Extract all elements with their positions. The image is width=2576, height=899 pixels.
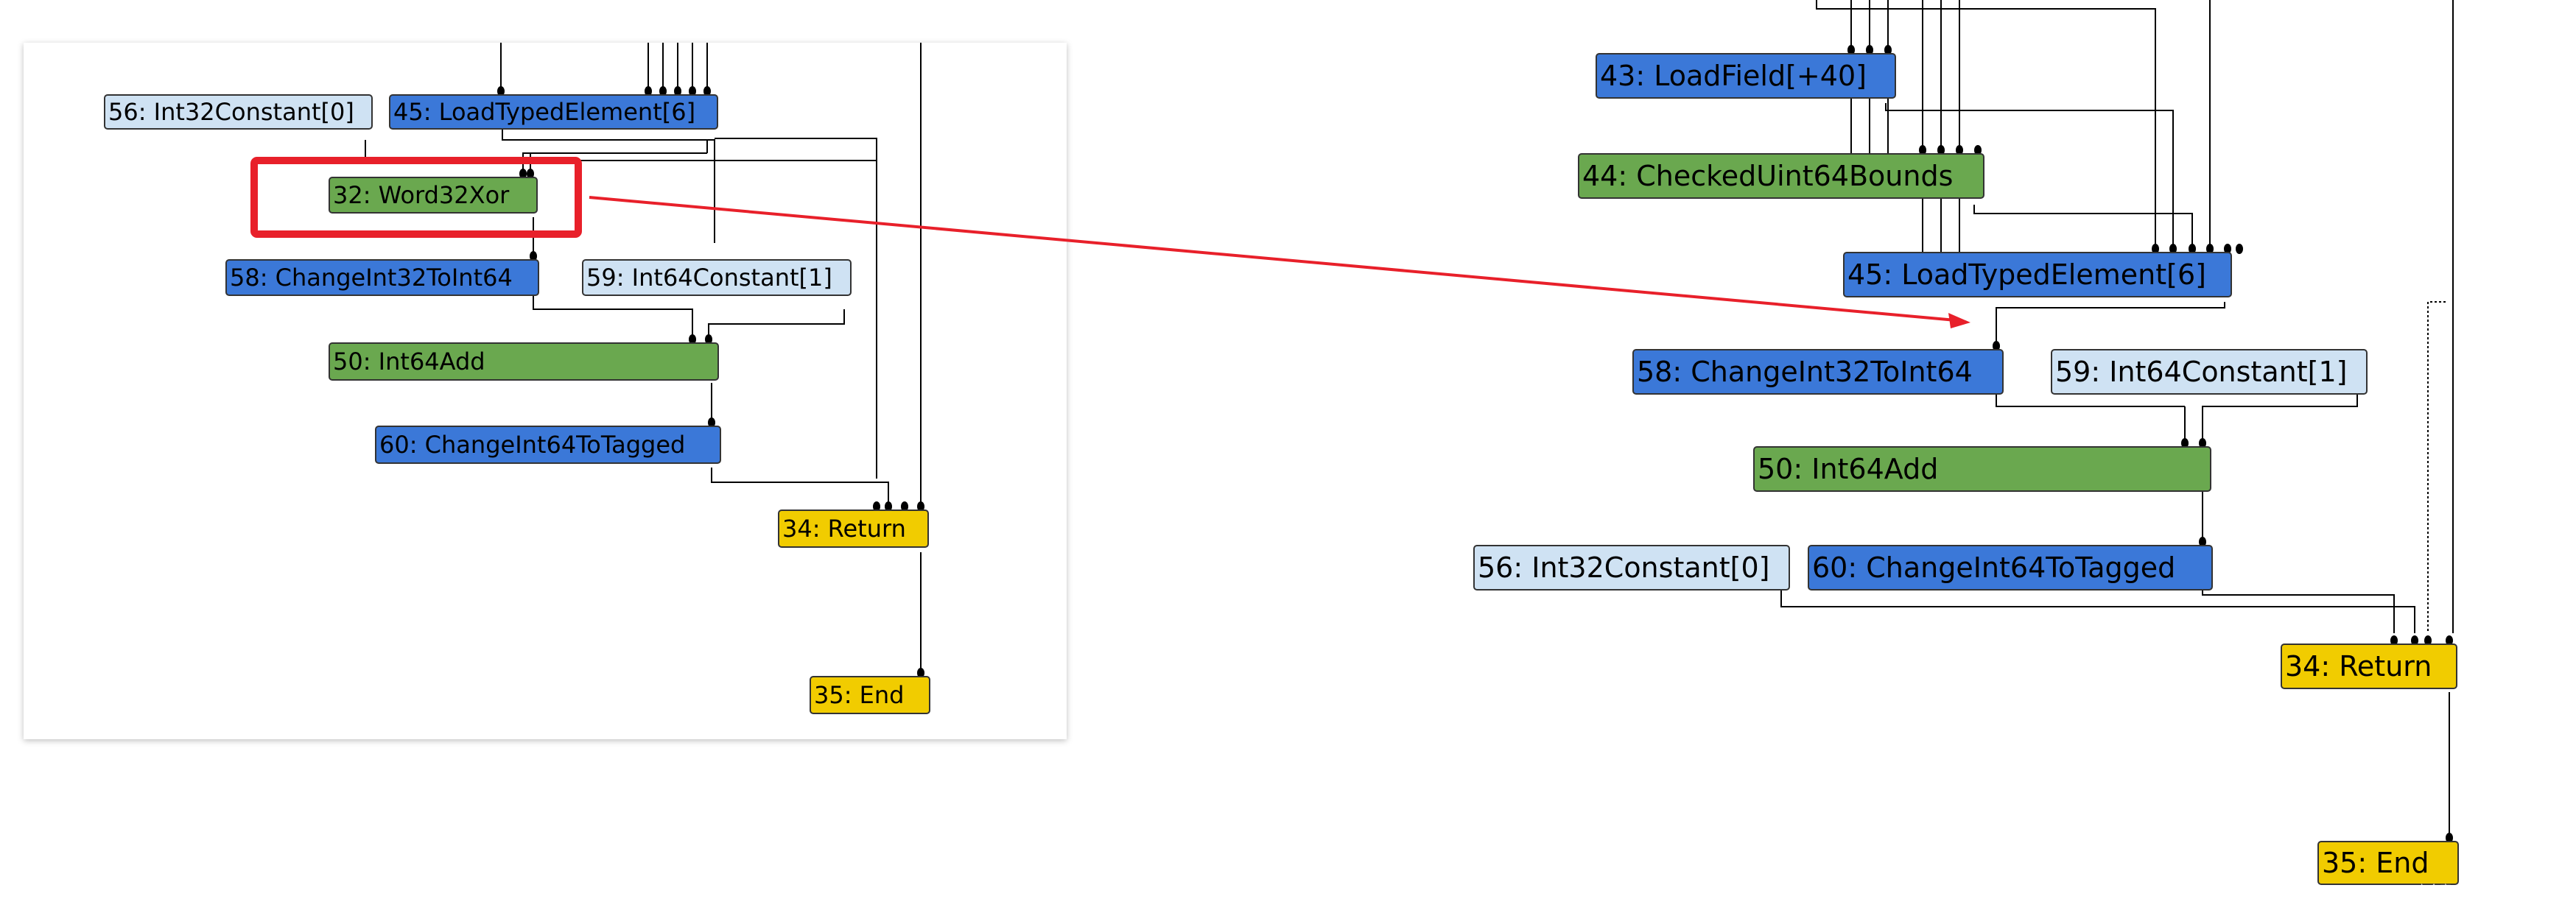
input-port [2236, 244, 2243, 254]
input-port [2446, 635, 2453, 646]
node-58-changeint32toint64[interactable]: 58: ChangeInt32ToInt64 [225, 259, 539, 296]
node-label: 45: LoadTypedElement[6] [393, 98, 696, 126]
node-45-loadtypedelement[interactable]: 45: LoadTypedElement[6] [1843, 252, 2232, 297]
highlight-box [250, 157, 582, 238]
input-port [917, 668, 924, 678]
annotation-arrow-head [1948, 313, 1970, 328]
edge [2427, 301, 2446, 633]
node-59-int64constant[interactable]: 59: Int64Constant[1] [582, 259, 852, 296]
input-port [689, 86, 696, 96]
input-port [689, 334, 696, 345]
input-port [659, 86, 667, 96]
edge [1816, 0, 2156, 272]
node-label: 35: End [814, 681, 905, 709]
node-label: 50: Int64Add [333, 348, 485, 376]
node-34-return[interactable]: 34: Return [778, 510, 929, 548]
edge [1885, 103, 2174, 272]
input-port [2206, 244, 2214, 254]
input-port [2199, 537, 2206, 547]
input-port [497, 86, 505, 96]
input-port [2424, 635, 2432, 646]
edge [1850, 0, 1960, 272]
input-port [2224, 244, 2231, 254]
input-port [530, 251, 537, 261]
node-59-int64constant[interactable]: 59: Int64Constant[1] [2051, 349, 2368, 395]
input-port [2169, 244, 2177, 254]
input-port [2390, 635, 2398, 646]
node-label: 59: Int64Constant[1] [586, 264, 832, 292]
edge [1780, 589, 2415, 633]
input-port [2411, 635, 2418, 646]
input-port [703, 86, 711, 96]
node-50-int64add[interactable]: 50: Int64Add [1753, 446, 2211, 492]
input-port [519, 169, 527, 179]
input-port [708, 417, 715, 428]
node-label: 43: LoadField[+40] [1600, 60, 1867, 92]
input-port [527, 169, 534, 179]
node-32-word32xor[interactable]: 32: Word32Xor [329, 177, 538, 214]
node-label: 59: Int64Constant[1] [2055, 356, 2348, 388]
node-label: 56: Int32Constant[0] [1478, 551, 1770, 584]
edge [522, 140, 708, 200]
node-34-return[interactable]: 34: Return [2281, 644, 2457, 689]
input-port [2446, 833, 2453, 843]
edge [711, 468, 889, 508]
node-label: 60: ChangeInt64ToTagged [379, 431, 686, 459]
watermark: 安全客 [2416, 883, 2452, 897]
node-label: 32: Word32Xor [333, 181, 510, 209]
input-port [1847, 45, 1855, 55]
input-port [1993, 341, 2000, 351]
input-port [1866, 45, 1873, 55]
input-port [1937, 145, 1945, 155]
input-port [917, 501, 924, 512]
node-45-loadtypedelement[interactable]: 45: LoadTypedElement[6] [389, 94, 718, 130]
node-60-changeint64totagged[interactable]: 60: ChangeInt64ToTagged [1808, 545, 2213, 590]
input-port [2189, 244, 2196, 254]
node-58-changeint32toint64[interactable]: 58: ChangeInt32ToInt64 [1632, 349, 2004, 395]
input-port [2152, 244, 2159, 254]
input-port [885, 501, 892, 512]
node-label: 35: End [2322, 847, 2429, 879]
input-port [674, 86, 681, 96]
input-port [705, 334, 712, 345]
input-port [1974, 145, 1982, 155]
node-label: 34: Return [2285, 650, 2432, 683]
node-35-end[interactable]: 35: End [2317, 841, 2459, 885]
input-port [873, 501, 880, 512]
input-port [1884, 45, 1892, 55]
node-label: 58: ChangeInt32ToInt64 [1637, 356, 1973, 388]
node-label: 45: LoadTypedElement[6] [1847, 258, 2206, 291]
node-43-loadfield[interactable]: 43: LoadField[+40] [1596, 53, 1896, 99]
node-56-int32constant[interactable]: 56: Int32Constant[0] [104, 94, 373, 130]
node-label: 50: Int64Add [1758, 453, 1939, 485]
input-port [901, 501, 908, 512]
edge [715, 138, 877, 479]
input-port [1956, 145, 1963, 155]
edge [533, 295, 845, 339]
node-50-int64add[interactable]: 50: Int64Add [329, 342, 719, 381]
node-60-changeint64totagged[interactable]: 60: ChangeInt64ToTagged [375, 426, 721, 464]
edge [500, 43, 715, 243]
node-label: 44: CheckedUint64Bounds [1582, 160, 1954, 192]
node-label: 60: ChangeInt64ToTagged [1812, 551, 2176, 584]
node-label: 56: Int32Constant[0] [108, 98, 354, 126]
edge [1996, 302, 2225, 346]
input-port [1919, 145, 1926, 155]
annotation-arrow-line [589, 196, 1956, 322]
edge [1996, 395, 2358, 442]
node-56-int32constant[interactable]: 56: Int32Constant[0] [1473, 545, 1790, 590]
node-35-end[interactable]: 35: End [810, 676, 930, 714]
input-port [2181, 438, 2189, 448]
input-port [645, 86, 652, 96]
node-44-checkeduint64bounds[interactable]: 44: CheckedUint64Bounds [1578, 153, 1984, 199]
node-label: 34: Return [782, 515, 906, 543]
node-label: 58: ChangeInt32ToInt64 [230, 264, 513, 292]
input-port [2199, 438, 2206, 448]
edge [1973, 205, 2193, 272]
